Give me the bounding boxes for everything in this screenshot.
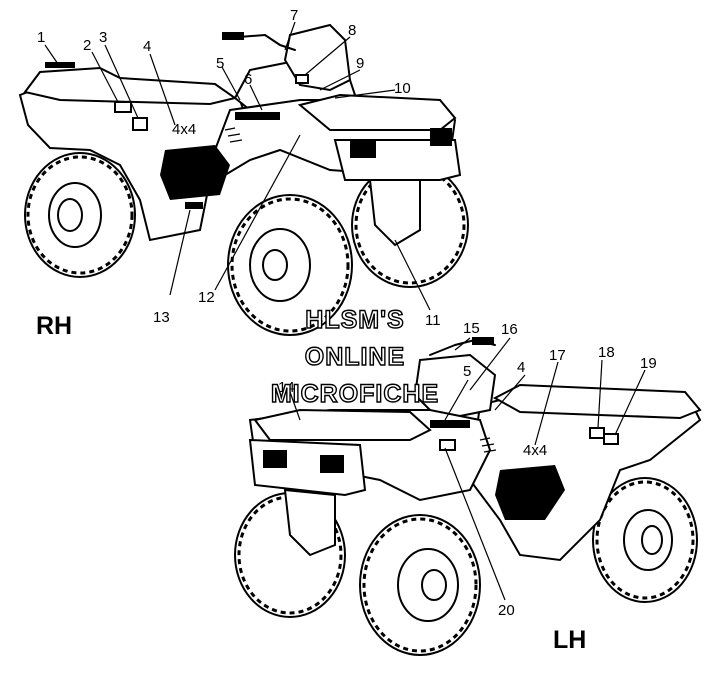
callout-rh-7: 7 xyxy=(290,7,298,24)
rh-atv-illustration: 4x4 xyxy=(18,23,469,336)
rh-decal-2 xyxy=(114,101,132,113)
rh-skid-plate xyxy=(368,179,421,247)
lh-decal-19 xyxy=(603,433,619,445)
watermark-line-2: ONLINE xyxy=(305,343,405,371)
lh-rear-wheel xyxy=(592,477,698,603)
rh-headlight-right xyxy=(430,128,452,146)
callout-lh-16: 16 xyxy=(501,321,518,338)
rh-fender-hatch xyxy=(224,127,243,143)
lh-rear-rack xyxy=(492,383,702,420)
lh-side-panel-dark xyxy=(495,465,565,520)
rh-rear-wheel xyxy=(24,152,136,278)
lh-decal-4x4: 4x4 xyxy=(523,442,547,459)
side-label-rh: RH xyxy=(36,312,72,340)
watermark-line-3: MICROFICHE xyxy=(271,380,439,408)
lh-front-rack xyxy=(253,408,432,441)
callout-lh-18: 18 xyxy=(598,344,615,361)
callout-rh-1: 1 xyxy=(37,29,45,46)
callout-lh-4: 4 xyxy=(517,359,525,376)
callout-rh-5: 5 xyxy=(216,55,224,72)
callout-lh-15: 15 xyxy=(463,320,480,337)
rh-decal-4x4: 4x4 xyxy=(172,121,196,138)
callout-rh-12: 12 xyxy=(198,289,215,306)
lh-decal-5 xyxy=(430,420,470,428)
lh-headlight-right xyxy=(320,455,344,473)
callout-rh-13: 13 xyxy=(153,309,170,326)
callout-rh-3: 3 xyxy=(99,29,107,46)
rh-decal-13 xyxy=(185,202,203,209)
rh-headlight-left xyxy=(350,140,376,158)
rh-decal-1 xyxy=(45,62,75,68)
rh-handlebar-grip xyxy=(222,32,244,40)
rh-decal-8 xyxy=(295,74,309,84)
lh-skid-plate xyxy=(283,488,336,557)
rh-side-panel-dark xyxy=(160,145,230,200)
callout-rh-4: 4 xyxy=(143,38,151,55)
rh-callouts: 1 2 3 4 5 6 7 8 9 10 11 12 13 xyxy=(37,7,441,329)
callout-lh-14: 14 xyxy=(278,379,295,396)
lh-seat xyxy=(413,353,497,422)
lh-decal-20 xyxy=(439,439,456,451)
lh-atv-illustration: 4x4 xyxy=(234,337,702,656)
rh-front-rack xyxy=(297,93,457,131)
callout-lh-5: 5 xyxy=(463,363,471,380)
rh-seat xyxy=(283,23,352,92)
callout-rh-2: 2 xyxy=(83,37,91,54)
callout-rh-10: 10 xyxy=(394,80,411,97)
callout-rh-11: 11 xyxy=(425,312,441,329)
rh-decal-3 xyxy=(132,117,148,131)
rh-rear-rack xyxy=(23,66,238,106)
callout-rh-8: 8 xyxy=(348,22,356,39)
callout-rh-6: 6 xyxy=(244,71,252,88)
lh-handlebar-grip xyxy=(472,337,494,345)
lh-decal-18 xyxy=(589,427,605,439)
rh-decal-6 xyxy=(235,112,280,120)
callout-rh-9: 9 xyxy=(356,55,364,72)
watermark: HLSM'S ONLINE MICROFICHE xyxy=(270,305,439,408)
lh-headlight-left xyxy=(263,450,287,468)
rh-handlebar xyxy=(224,34,296,51)
rh-leader-lines xyxy=(44,21,431,311)
side-label-lh: LH xyxy=(553,626,586,654)
lh-callouts: 14 15 16 5 4 17 18 19 20 xyxy=(278,320,657,619)
lh-front-near-wheel xyxy=(359,514,481,656)
lh-fender-hatch xyxy=(479,437,497,453)
rh-front-near-wheel xyxy=(227,194,353,336)
callout-lh-19: 19 xyxy=(640,355,657,372)
callout-lh-20: 20 xyxy=(498,602,515,619)
callout-lh-17: 17 xyxy=(549,347,566,364)
watermark-line-1: HLSM'S xyxy=(305,306,404,334)
lh-leader-lines xyxy=(289,337,646,601)
